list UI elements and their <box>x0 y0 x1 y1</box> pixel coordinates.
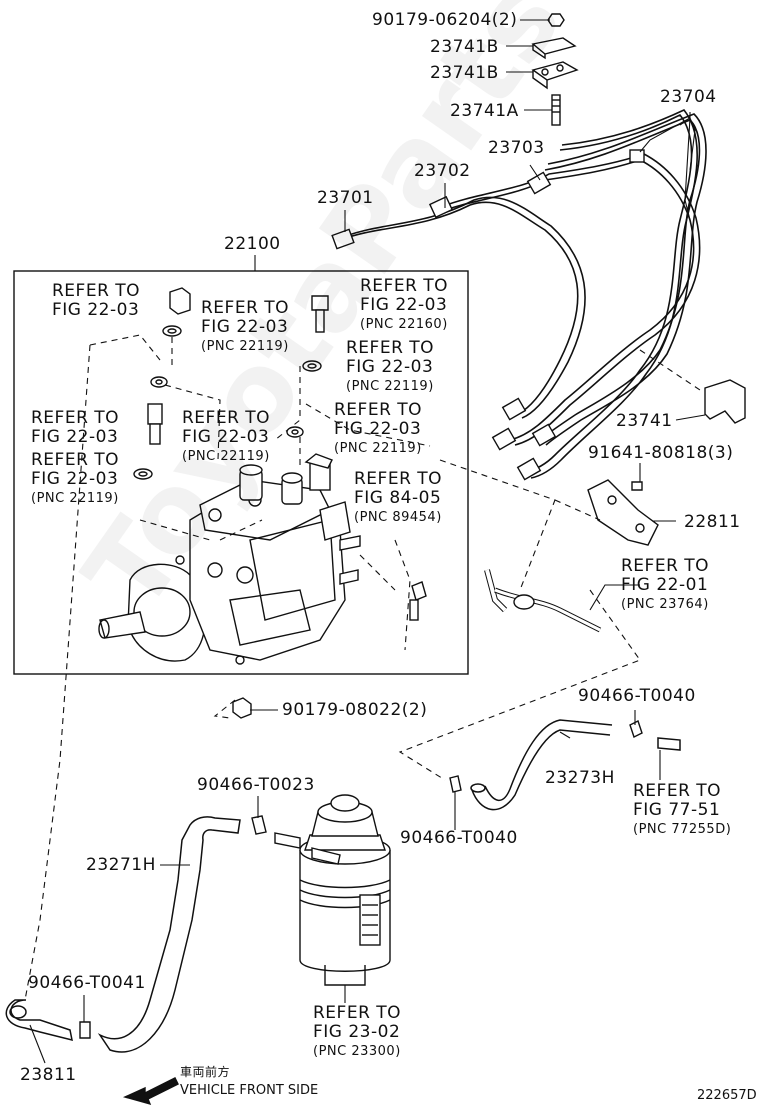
refer-line: REFER TO <box>346 338 435 358</box>
fuel-return-line <box>484 569 602 633</box>
fuel-filter <box>274 794 391 986</box>
refer-line: REFER TO <box>52 281 141 301</box>
label-23741B-upper: 23741B <box>430 37 499 57</box>
refer-line: REFER TO <box>354 469 443 489</box>
refer-pnc: (PNC 22119) <box>31 491 119 506</box>
refer-note: REFER TO FIG 22-03 (PNC 22119) <box>182 409 270 466</box>
refer-fig: FIG 22-03 <box>334 419 422 439</box>
label-23702: 23702 <box>414 161 471 181</box>
front-jp-label: 車両前方 <box>180 1065 231 1079</box>
refer-fig: FIG 22-03 <box>31 427 119 447</box>
label-90466-T0041: 90466-T0041 <box>28 973 146 993</box>
refer-pnc: (PNC 23764) <box>621 597 709 612</box>
refer-line: REFER TO <box>201 298 290 318</box>
refer-fig: FIG 22-01 <box>621 575 709 595</box>
label-23704: 23704 <box>660 87 717 107</box>
hose-clips <box>79 720 643 1039</box>
refer-fig: FIG 77-51 <box>633 800 721 820</box>
label-90466-T0040-upper: 90466-T0040 <box>578 686 696 706</box>
refer-note: REFER TO FIG 22-03 (PNC 22160) <box>360 277 448 334</box>
injection-pump <box>98 453 361 665</box>
refer-line: REFER TO <box>182 408 271 428</box>
pump-refer-parts <box>133 287 427 621</box>
refer-fig: FIG 22-03 <box>52 300 140 320</box>
refer-line: REFER TO <box>31 408 120 428</box>
label-90179-08022: 90179-08022(2) <box>282 700 428 720</box>
label-23741A: 23741A <box>450 101 519 121</box>
refer-fig: FIG 22-03 <box>182 427 270 447</box>
refer-fig: FIG 84-05 <box>354 488 442 508</box>
injection-pipes <box>339 109 707 479</box>
refer-fig: FIG 22-03 <box>346 357 434 377</box>
label-23703: 23703 <box>488 138 545 158</box>
refer-pnc: (PNC 22119) <box>182 449 270 464</box>
refer-note: REFER TO FIG 22-03 <box>52 282 140 320</box>
refer-note: REFER TO FIG 22-03 (PNC 22119) <box>31 451 119 508</box>
refer-line: REFER TO <box>621 556 710 576</box>
label-90466-T0040-lower: 90466-T0040 <box>400 828 518 848</box>
vehicle-front-label: VEHICLE FRONT SIDE <box>180 1083 319 1098</box>
nut-90179-08022 <box>232 697 252 719</box>
refer-fig: FIG 22-03 <box>201 317 289 337</box>
refer-note: REFER TO FIG 77-51 (PNC 77255D) <box>633 782 731 839</box>
label-23271H: 23271H <box>86 855 156 875</box>
label-90466-T0023: 90466-T0023 <box>197 775 315 795</box>
refer-line: REFER TO <box>31 450 120 470</box>
refer-line: REFER TO <box>334 400 423 420</box>
pump-assembly-frame <box>13 270 469 675</box>
pipe-nuts <box>331 149 645 481</box>
label-23701: 23701 <box>317 188 374 208</box>
refer-note: REFER TO FIG 22-03 (PNC 22119) <box>201 299 289 356</box>
refer-fig: FIG 22-03 <box>31 469 119 489</box>
diagram-id: 222657D <box>697 1088 757 1103</box>
label-23273H: 23273H <box>545 768 615 788</box>
label-90179-06204: 90179-06204(2) <box>372 10 518 30</box>
refer-note: REFER TO FIG 84-05 (PNC 89454) <box>354 470 442 527</box>
refer-fig: FIG 22-03 <box>360 295 448 315</box>
label-91641-80818: 91641-80818(3) <box>588 443 734 463</box>
refer-note: REFER TO FIG 23-02 (PNC 23300) <box>313 1004 401 1061</box>
label-23741: 23741 <box>616 411 673 431</box>
bracket-22811 <box>587 479 659 546</box>
refer-note: REFER TO FIG 22-01 (PNC 23764) <box>621 557 709 614</box>
refer-line: REFER TO <box>360 276 449 296</box>
refer-pnc: (PNC 22119) <box>346 379 434 394</box>
label-22811: 22811 <box>684 512 741 532</box>
pipe-clamp-parts <box>531 13 579 126</box>
label-22100: 22100 <box>224 234 281 254</box>
bracket-23741 <box>704 379 746 424</box>
refer-pnc: (PNC 22119) <box>334 441 422 456</box>
dashed-leaders <box>24 334 701 1001</box>
label-23741B-lower: 23741B <box>430 63 499 83</box>
refer-fig: FIG 23-02 <box>313 1022 401 1042</box>
refer-line: REFER TO <box>313 1003 402 1023</box>
refer-pnc: (PNC 22160) <box>360 317 448 332</box>
fuel-hoses <box>5 719 681 1053</box>
vehicle-front-arrow <box>122 1077 179 1106</box>
refer-pnc: (PNC 22119) <box>201 339 289 354</box>
refer-note: REFER TO FIG 22-03 (PNC 22119) <box>346 339 434 396</box>
refer-pnc: (PNC 23300) <box>313 1044 401 1059</box>
refer-note: REFER TO FIG 22-03 (PNC 22119) <box>334 401 422 458</box>
refer-line: REFER TO <box>633 781 722 801</box>
refer-pnc: (PNC 89454) <box>354 510 442 525</box>
refer-pnc: (PNC 77255D) <box>633 822 732 837</box>
refer-note: REFER TO FIG 22-03 <box>31 409 119 447</box>
label-23811: 23811 <box>20 1065 77 1085</box>
leader-lines <box>29 19 706 1064</box>
